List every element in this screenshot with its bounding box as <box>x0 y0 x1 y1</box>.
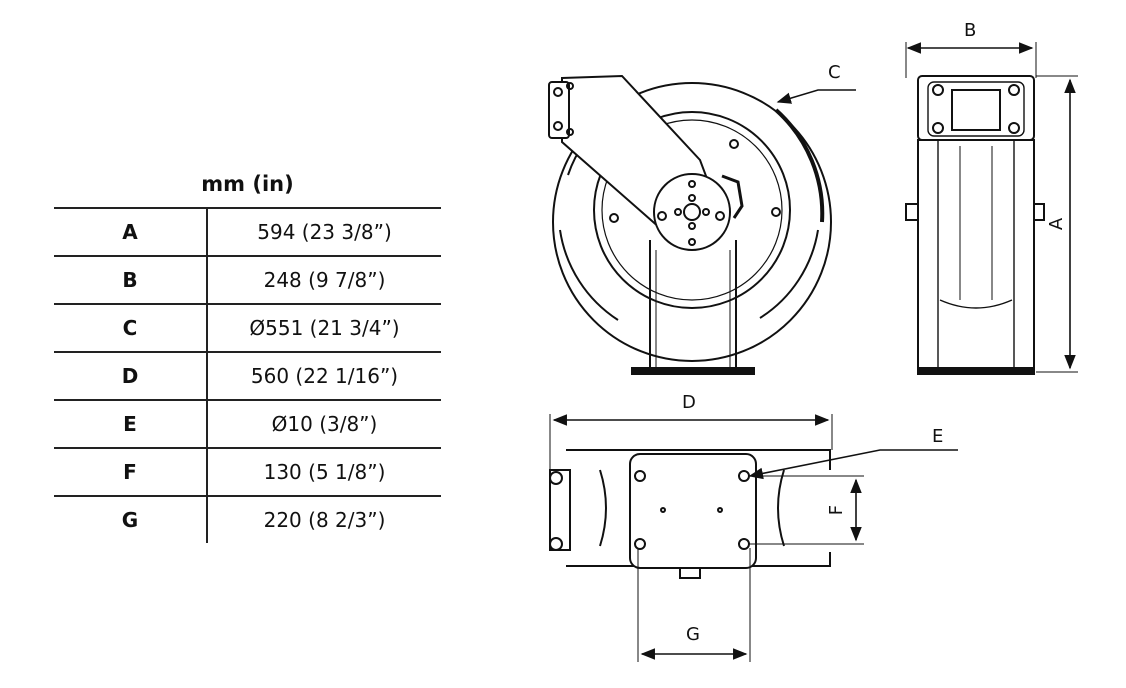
drum-bolt-icon <box>771 207 781 217</box>
dimension-d-extension <box>549 414 833 470</box>
bolt-icon <box>1008 122 1020 134</box>
dimension-key: G <box>54 495 208 543</box>
dimension-key: B <box>54 255 208 304</box>
drum-bolt-icon <box>609 213 619 223</box>
top-view <box>549 449 831 579</box>
spring-housing <box>721 174 744 219</box>
hub-bolt-icon <box>688 180 696 188</box>
hub-bolt-icon <box>688 238 696 246</box>
top-base-plate <box>629 453 757 569</box>
bolt-icon <box>553 121 563 131</box>
dimension-key: F <box>54 447 208 496</box>
pedestal-inner <box>655 250 731 368</box>
table-title: mm (in) <box>201 172 294 196</box>
dimension-e-label: E <box>932 426 943 447</box>
hub-bolt-icon <box>688 194 696 202</box>
bolt-icon <box>1008 84 1020 96</box>
dimension-value: Ø551 (21 3/4”) <box>207 303 441 352</box>
dimension-e-leader <box>748 449 958 480</box>
hub-bolt-icon <box>657 211 667 221</box>
side-bracket-right <box>1033 203 1045 221</box>
dimension-g-extension <box>637 548 751 662</box>
drum-bolt-icon <box>729 139 739 149</box>
side-slots <box>959 146 993 300</box>
dimension-f-label: F <box>826 505 847 515</box>
side-body <box>917 139 1035 373</box>
reel-inner-arc-3 <box>759 229 819 319</box>
bolt-icon <box>932 84 944 96</box>
reel-inner-arc-2 <box>559 229 619 321</box>
dimension-c-leader <box>776 89 856 104</box>
mounting-hole-icon <box>634 470 646 482</box>
top-outlet <box>679 567 701 579</box>
top-arm-bracket <box>549 469 571 551</box>
reel-outer-rim <box>552 82 832 362</box>
side-top-inner <box>927 81 1025 137</box>
reel-drum <box>593 111 791 309</box>
dimension-f-extension <box>748 475 864 545</box>
base-plate <box>631 367 755 375</box>
top-drum-flanges <box>599 469 785 547</box>
dimension-a-label: A <box>1046 217 1067 230</box>
plate-hole-icon <box>717 507 723 513</box>
dimension-g-label: G <box>686 624 700 645</box>
pedestal <box>649 240 737 370</box>
hub-center <box>683 203 701 221</box>
hub-bolt-icon <box>702 208 710 216</box>
dimension-value: 220 (8 2/3”) <box>207 495 441 543</box>
front-view <box>548 74 832 375</box>
dimension-value: 130 (5 1/8”) <box>207 447 441 496</box>
hub-bolt-icon <box>674 208 682 216</box>
bolt-icon <box>932 122 944 134</box>
plate-hole-icon <box>660 507 666 513</box>
dimension-b-label: B <box>964 20 976 41</box>
dimension-key: E <box>54 399 208 448</box>
side-drum-block <box>951 89 1001 131</box>
hub-bolt-icon <box>688 222 696 230</box>
dimension-b-extension <box>905 42 1037 78</box>
side-view <box>905 75 1045 375</box>
dimension-key: D <box>54 351 208 400</box>
dimension-value: 560 (22 1/16”) <box>207 351 441 400</box>
reel-rim-highlight <box>774 108 825 223</box>
dimension-key: C <box>54 303 208 352</box>
side-bracket-left <box>905 203 919 221</box>
side-base-plate <box>917 367 1035 375</box>
side-rails <box>937 140 1015 372</box>
side-base-curve <box>939 299 1013 309</box>
dimension-d-label: D <box>682 392 696 413</box>
dimension-value: 594 (23 3/8”) <box>207 207 441 256</box>
hub <box>653 173 731 251</box>
reel-drum-inner <box>601 119 783 301</box>
bolt-icon <box>549 471 563 485</box>
bolt-icon <box>553 87 563 97</box>
dimension-c-label: C <box>828 62 841 83</box>
bolt-icon <box>549 537 563 551</box>
dimension-key: A <box>54 207 208 256</box>
hub-bolt-icon <box>715 211 725 221</box>
bolt-icon <box>566 128 574 136</box>
top-rail-upper <box>566 449 831 470</box>
dimension-value: 248 (9 7/8”) <box>207 255 441 304</box>
bolt-icon <box>566 82 574 90</box>
dimension-value: Ø10 (3/8”) <box>207 399 441 448</box>
dimension-a-extension <box>1036 75 1078 373</box>
mounting-hole-icon <box>634 538 646 550</box>
